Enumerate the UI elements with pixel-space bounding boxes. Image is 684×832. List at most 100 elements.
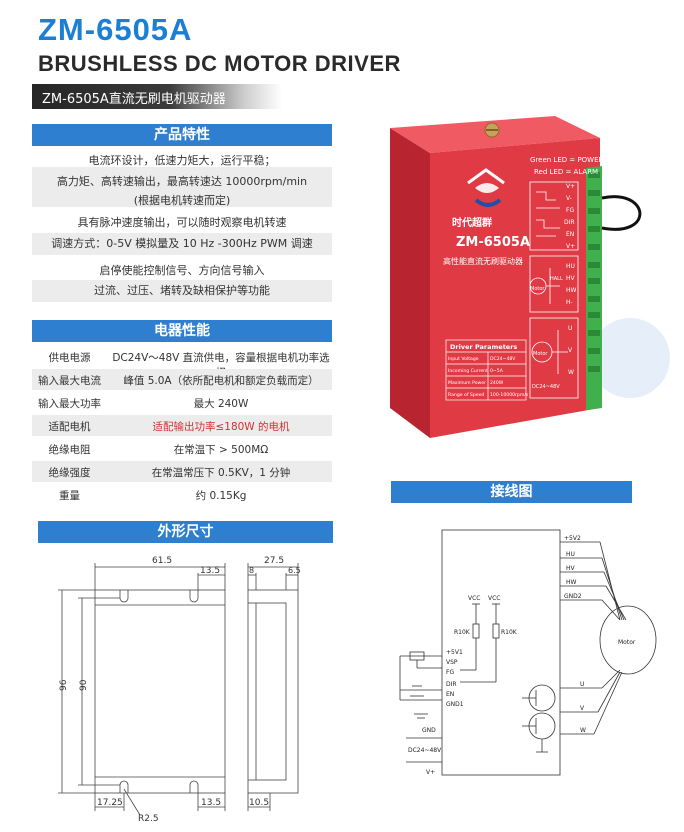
terminal-label: V+ [566,183,575,190]
terminal-label: V- [566,195,572,202]
wire-label-vsp: VSP [446,659,458,666]
wire-label-u: U [580,681,584,688]
param-value: DC24~48V [490,356,516,362]
param-value: 0~5A [490,368,504,374]
driver-model-label: ZM-6505A [456,235,530,250]
param-name: Incoming Current [448,368,488,374]
wire-label-hv: HV [566,565,576,572]
wire-label-vcc: VCC [468,595,480,602]
dim-61-5: 61.5 [152,556,172,566]
spec-value: 最大 240W [193,398,249,410]
wire-label-fg: FG [446,669,454,676]
wire-label-dir: DIR [446,681,457,688]
wire-label-gnd2: GND2 [564,593,582,600]
dim-27-5: 27.5 [264,556,284,566]
spec-row: 输入最大电流 峰值 5.0A（依所配电机和额定负载而定） [32,369,332,390]
terminal-label: H- [566,299,573,306]
wire-label-gnd: GND [422,727,436,734]
ribbon-text: ZM-6505A直流无刷电机驱动器 [42,92,226,107]
model-title: ZM-6505A [38,12,193,47]
dim-6-5: 6.5 [288,566,301,575]
features-heading: 产品特性 [32,124,332,146]
wire-label-5v1: +5V1 [446,649,463,656]
motor-label: Motor [618,639,636,646]
spec-value: 适配输出功率≤180W 的电机 [152,421,290,433]
dim-r2-5: R2.5 [138,814,159,824]
feature-line: 过流、过压、堵转及缺相保护等功能 [32,280,332,302]
spec-key: 绝缘电阻 [48,444,91,456]
feature-line: 具有脉冲速度输出，可以随时观察电机转速 [77,216,287,229]
spec-value: 在常温常压下 0.5KV，1 分钟 [151,467,291,479]
spec-key: 重量 [59,490,80,502]
terminal-label: W [568,369,574,376]
motor-label: Motor [533,351,548,357]
wire-label-r10k: R10K [454,629,471,636]
params-title: Driver Parameters [450,343,517,351]
terminal-label: HU [566,263,575,270]
dimensions-heading: 外形尺寸 [38,521,333,543]
wire-label-vplus: V+ [426,769,435,776]
param-value: 240W [490,380,504,386]
feature-line: 启停使能控制信号、方向信号输入 [99,264,265,277]
dim-96: 96 [59,679,69,691]
wire-label-v: V [580,705,585,712]
spec-row: 重量 约 0.15Kg [32,484,332,505]
dim-8: 8 [249,566,254,575]
title-ribbon: ZM-6505A直流无刷电机驱动器 [32,84,282,109]
hall-label: HALL [550,276,563,282]
terminal-label: V [568,347,573,354]
wire-label-en: EN [446,691,454,698]
electrical-heading: 电器性能 [32,320,332,342]
spec-row: 适配电机 适配输出功率≤180W 的电机 [32,415,332,436]
spec-row: 绝缘强度 在常温常压下 0.5KV，1 分钟 [32,461,332,482]
wire-label-hu: HU [566,551,575,558]
led-legend-alarm: Red LED = ALARM [534,168,598,176]
spec-value: 约 0.15Kg [195,490,247,502]
hall-motor-label: Motor [530,286,545,292]
driver-product-image: 时代超群 ZM-6505A 高性能直流无刷驱动器 Green LED = POW… [390,116,670,438]
wire-label-dc: DC24~48V [408,747,442,754]
wire-label-w: W [580,727,586,734]
wire-label-gnd1: GND1 [446,701,464,708]
spec-value: 在常温下 > 500MΩ [173,444,269,456]
dim-13-5-bottom: 13.5 [201,798,221,808]
feature-line: 电流环设计，低速力矩大，运行平稳； [88,154,276,167]
wire-label-r10k: R10K [501,629,518,636]
terminal-label: HW [566,287,577,294]
power-label: DC24~48V [532,384,560,390]
spec-key: 适配电机 [48,421,91,433]
dim-17-25: 17.25 [97,798,123,808]
param-name: Input Voltage [448,356,479,362]
spec-row: 输入最大功率 最大 240W [32,392,332,413]
feature-line: 调速方式：0-5V 模拟量及 10 Hz -300Hz PWM 调速 [32,233,332,255]
spec-key: 输入最大功率 [38,398,101,410]
dim-13-5-top: 13.5 [200,566,220,576]
spec-key: 绝缘强度 [48,467,91,479]
brand-name: 时代超群 [452,216,492,229]
product-subtitle: BRUSHLESS DC MOTOR DRIVER [38,51,401,76]
wire-label-vcc: VCC [488,595,500,602]
param-name: Range of Speed [448,392,484,398]
led-legend-power: Green LED = POWER [530,156,604,164]
brand-logo-icon [467,168,505,207]
terminal-label: HV [566,275,576,282]
terminal-label: DIR [564,219,575,226]
terminal-label: U [568,325,572,332]
feature-block-shaded: 高力矩、高转速输出，最高转速达 10000rpm/min (根据电机转速而定) [32,167,332,207]
terminal-label: V+ [566,243,575,250]
dim-90: 90 [79,679,89,691]
wire-label-hw: HW [566,579,577,586]
spec-value: 峰值 5.0A（依所配电机和额定负载而定） [123,375,319,387]
param-name: Maximum Power [448,380,486,386]
param-value: 100-10000rpm/s [490,392,529,398]
dim-10-5: 10.5 [249,798,269,808]
spec-key: 输入最大电流 [38,375,101,387]
driver-description: 高性能直流无刷驱动器 [443,256,523,266]
feature-line: 高力矩、高转速输出，最高转速达 10000rpm/min [56,175,308,188]
dimension-drawing: 61.5 13.5 27.5 8 6.5 96 90 17.25 R2.5 13… [58,556,301,824]
wiring-heading: 接线图 [391,481,632,503]
wiring-diagram: +5V2 HU HV HW GND2 VCC VCC R10K R10K +5V… [399,529,657,776]
feature-line: (根据电机转速而定) [133,194,231,207]
wire-label-5v2: +5V2 [564,535,581,542]
